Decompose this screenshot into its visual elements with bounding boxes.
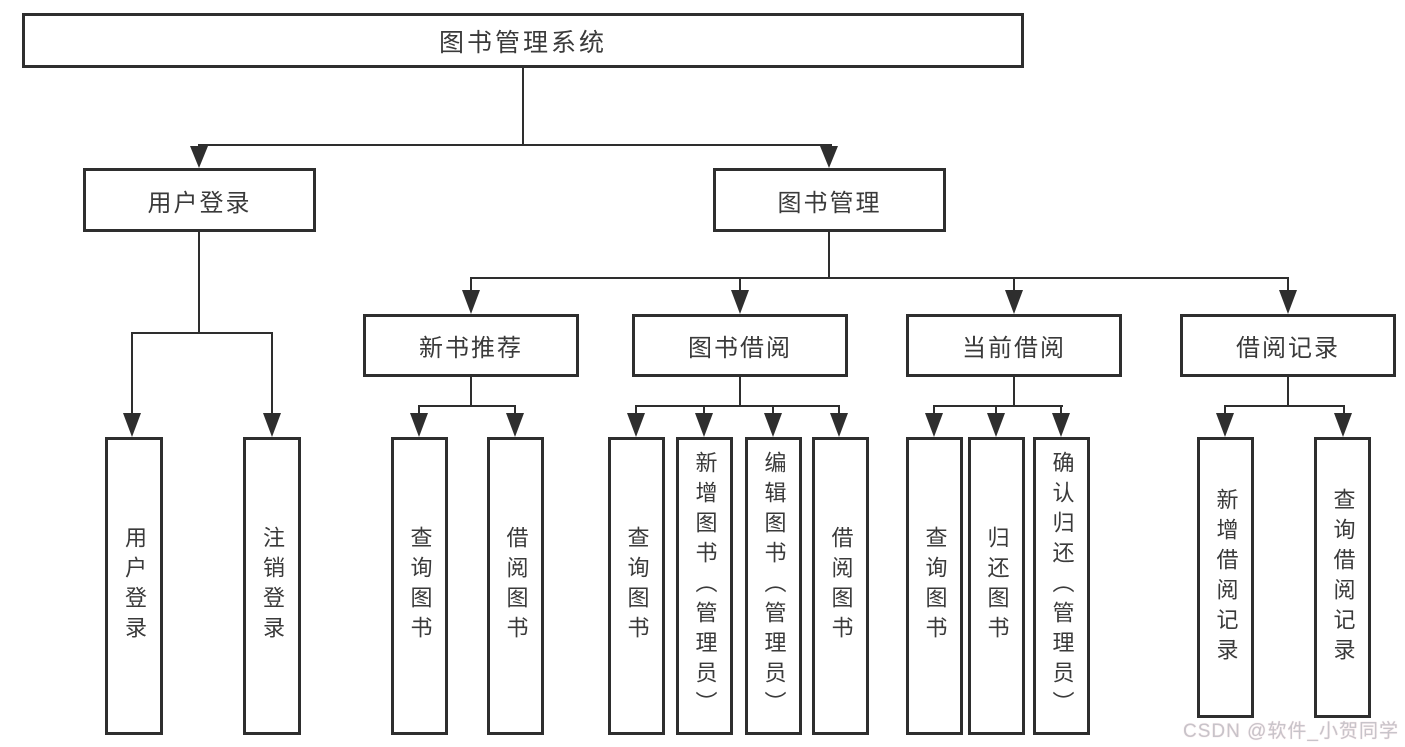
connector-cb-drop-1 (933, 405, 935, 417)
connector-cb-drop-2 (995, 405, 997, 417)
arrowhead-to-book-borrow (731, 290, 749, 314)
node-label: 借阅记录 (1236, 335, 1340, 362)
connector-book-borrow-branch (635, 405, 840, 407)
leaf-label: 归还图书 (984, 526, 1010, 646)
leaf-bb-edit-books-admin: 编辑图书（管理员） (745, 437, 802, 735)
node-label: 图书管理 (777, 189, 882, 217)
leaf-nb-borrow-books: 借阅图书 (487, 437, 544, 735)
leaf-label: 查询图书 (407, 526, 433, 646)
leaf-cb-query-books: 查询图书 (906, 437, 963, 735)
leaf-cb-confirm-return-admin: 确认归还（管理员） (1033, 437, 1090, 735)
leaf-logout: 注销登录 (243, 437, 301, 735)
node-borrow-records: 借阅记录 (1180, 314, 1396, 377)
arrowhead-to-new-books (462, 290, 480, 314)
arrowhead-br-add (1216, 413, 1234, 437)
leaf-label: 借阅图书 (503, 526, 529, 646)
connector-book-borrow-stem (739, 377, 741, 407)
connector-bb-drop-2 (703, 405, 705, 417)
leaf-br-query-record: 查询借阅记录 (1314, 437, 1371, 718)
leaf-bb-borrow-books: 借阅图书 (812, 437, 869, 735)
leaf-label: 查询图书 (922, 526, 948, 646)
arrowhead-bb-edit (764, 413, 782, 437)
arrowhead-to-current-borrow (1005, 290, 1023, 314)
arrowhead-br-query (1334, 413, 1352, 437)
leaf-label: 新增借阅记录 (1213, 487, 1239, 668)
connector-drop-current-borrow (1013, 277, 1015, 293)
connector-new-books-drop-1 (418, 405, 420, 417)
arrowhead-bb-query (627, 413, 645, 437)
leaf-br-add-record: 新增借阅记录 (1197, 437, 1254, 718)
connector-new-books-branch (418, 405, 516, 407)
node-book-mgmt: 图书管理 (713, 168, 946, 232)
leaf-bb-add-books-admin: 新增图书（管理员） (676, 437, 733, 735)
arrowhead-bb-borrow (830, 413, 848, 437)
arrowhead-cb-return (987, 413, 1005, 437)
node-label: 新书推荐 (419, 335, 523, 362)
node-label: 图书管理系统 (438, 28, 607, 57)
node-label: 图书借阅 (688, 335, 792, 362)
arrowhead-to-leaf-user-login (123, 413, 141, 437)
node-root-library-system: 图书管理系统 (22, 13, 1024, 68)
node-new-books: 新书推荐 (363, 314, 579, 377)
connector-bb-drop-3 (772, 405, 774, 417)
connector-book-mgmt-stem (828, 232, 830, 279)
leaf-label: 用户登录 (122, 526, 147, 646)
connector-borrow-records-stem (1287, 377, 1289, 407)
connector-cb-drop-3 (1060, 405, 1062, 417)
connector-bb-drop-4 (838, 405, 840, 417)
arrowhead-to-book-mgmt (820, 146, 838, 168)
leaf-cb-return-books: 归还图书 (968, 437, 1025, 735)
arrowhead-to-user-login (190, 146, 208, 168)
connector-user-login-branch (131, 332, 273, 334)
leaf-label: 编辑图书（管理员） (761, 451, 787, 721)
leaf-nb-query-books: 查询图书 (391, 437, 448, 735)
connector-borrow-records-branch (1224, 405, 1345, 407)
leaf-label: 新增图书（管理员） (692, 451, 718, 721)
leaf-label: 借阅图书 (828, 526, 854, 646)
arrowhead-to-leaf-logout (263, 413, 281, 437)
connector-new-books-drop-2 (514, 405, 516, 417)
connector-book-mgmt-branch (470, 277, 1289, 279)
node-book-borrow: 图书借阅 (632, 314, 848, 377)
node-label: 用户登录 (147, 189, 252, 217)
leaf-user-login: 用户登录 (105, 437, 163, 735)
connector-current-borrow-stem (1013, 377, 1015, 407)
connector-drop-new-books (470, 277, 472, 293)
leaf-label: 查询图书 (624, 526, 650, 646)
connector-root-branch (198, 144, 832, 146)
arrowhead-bb-add (695, 413, 713, 437)
connector-bb-drop-1 (635, 405, 637, 417)
connector-user-login-drop-2 (271, 332, 273, 416)
leaf-label: 确认归还（管理员） (1049, 451, 1075, 721)
arrowhead-cb-confirm (1052, 413, 1070, 437)
connector-drop-book-borrow (739, 277, 741, 293)
connector-user-login-drop-1 (131, 332, 133, 416)
connector-user-login-stem (198, 232, 200, 334)
arrowhead-to-borrow-records (1279, 290, 1297, 314)
leaf-label: 注销登录 (260, 526, 285, 646)
leaf-bb-query-books: 查询图书 (608, 437, 665, 735)
connector-br-drop-1 (1224, 405, 1226, 417)
node-label: 当前借阅 (962, 335, 1066, 362)
connector-drop-borrow-records (1287, 277, 1289, 293)
node-user-login: 用户登录 (83, 168, 316, 232)
node-current-borrow: 当前借阅 (906, 314, 1122, 377)
connector-new-books-stem (470, 377, 472, 407)
leaf-label: 查询借阅记录 (1330, 487, 1356, 668)
arrowhead-cb-query (925, 413, 943, 437)
csdn-watermark: CSDN @软件_小贺同学 (1183, 721, 1399, 742)
arrowhead-nb-borrow (506, 413, 524, 437)
connector-br-drop-2 (1343, 405, 1345, 417)
arrowhead-nb-query (410, 413, 428, 437)
connector-root-stem (522, 68, 524, 146)
connector-current-borrow-branch (933, 405, 1063, 407)
